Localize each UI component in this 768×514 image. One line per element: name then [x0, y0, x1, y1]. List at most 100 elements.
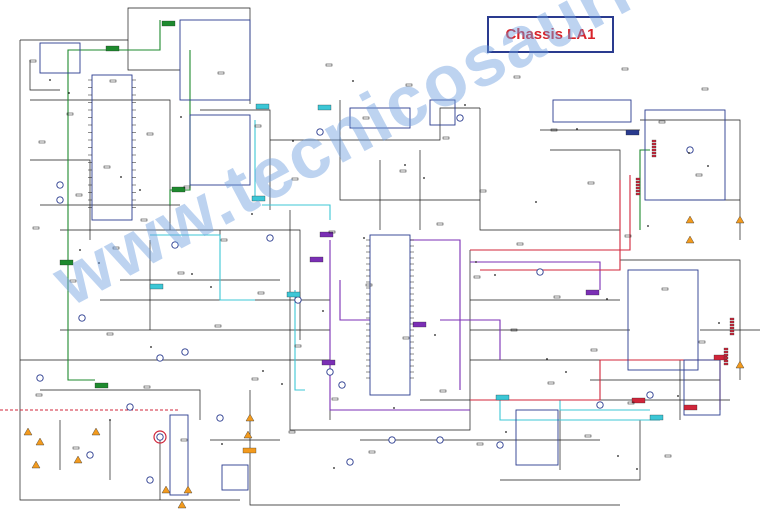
resistor-symbol [103, 165, 111, 169]
resistor-symbol [254, 124, 262, 128]
net-label-tag [319, 231, 334, 238]
junction-dot [718, 322, 720, 324]
warning-triangle-icon [685, 235, 695, 244]
connector-pin [635, 183, 641, 187]
junction-dot [393, 407, 395, 409]
resistor-symbol [288, 430, 296, 434]
transistor-symbol [388, 436, 396, 444]
connector-pin [723, 359, 729, 363]
net-label-tag [649, 414, 664, 421]
resistor-symbol [553, 295, 561, 299]
net-label-tag [286, 291, 301, 298]
connector-pin [635, 180, 641, 184]
connector-pin [651, 151, 657, 155]
junction-dot [464, 104, 466, 106]
junction-dot [322, 310, 324, 312]
resistor-symbol [325, 63, 333, 67]
net-label-tag [94, 382, 109, 389]
resistor-symbol [479, 189, 487, 193]
transistor-symbol [294, 296, 302, 304]
warning-triangle-icon [31, 460, 41, 469]
junction-dot [262, 370, 264, 372]
connector-pin [635, 177, 641, 181]
warning-triangle-icon [245, 413, 255, 422]
resistor-symbol [661, 287, 669, 291]
warning-triangle-icon [735, 215, 745, 224]
transistor-symbol [86, 451, 94, 459]
junction-dot [281, 383, 283, 385]
resistor-symbol [547, 381, 555, 385]
page-title: Chassis LA1 [505, 26, 596, 43]
resistor-symbol [550, 128, 558, 132]
junction-dot [333, 467, 335, 469]
resistor-symbol [217, 71, 225, 75]
net-label-tag [105, 45, 120, 52]
resistor-symbol [220, 238, 228, 242]
junction-dot [120, 176, 122, 178]
net-label-tag [683, 404, 698, 411]
net-label-tag [495, 394, 510, 401]
connector-pin [635, 186, 641, 190]
net-label-tag [309, 256, 324, 263]
net-label-tag [242, 447, 257, 454]
junction-dot [68, 92, 70, 94]
connector-pin [651, 139, 657, 143]
resistor-symbol [399, 169, 407, 173]
resistor-symbol [436, 222, 444, 226]
resistor-symbol [402, 336, 410, 340]
resistor-symbol [624, 234, 632, 238]
junction-dot [363, 237, 365, 239]
transistor-symbol [156, 354, 164, 362]
net-label-tag [631, 397, 646, 404]
connector-pin [651, 142, 657, 146]
connector-pin [635, 192, 641, 196]
connector-pin [651, 154, 657, 158]
transistor-symbol [56, 196, 64, 204]
resistor-symbol [180, 438, 188, 442]
transistor-symbol [496, 441, 504, 449]
resistor-symbol [35, 393, 43, 397]
warning-triangle-icon [735, 360, 745, 369]
resistor-symbol [69, 279, 77, 283]
junction-dot [707, 165, 709, 167]
resistor-symbol [72, 446, 80, 450]
connector-pin [729, 320, 735, 324]
transistor-symbol [78, 314, 86, 322]
net-label-tag [585, 289, 600, 296]
connector-pin [729, 332, 735, 336]
junction-dot [292, 140, 294, 142]
resistor-symbol [112, 246, 120, 250]
resistor-symbol [251, 377, 259, 381]
junction-dot [109, 419, 111, 421]
resistor-symbol [664, 454, 672, 458]
transistor-symbol [338, 381, 346, 389]
junction-dot [546, 358, 548, 360]
transistor-symbol [171, 241, 179, 249]
resistor-symbol [177, 271, 185, 275]
resistor-symbol [439, 389, 447, 393]
junction-dot [191, 273, 193, 275]
frames [39, 19, 726, 496]
resistor-symbol [587, 181, 595, 185]
connector-pin [729, 317, 735, 321]
junction-dot [210, 286, 212, 288]
connector-pin [651, 148, 657, 152]
transistor-symbol [536, 268, 544, 276]
resistor-symbol [513, 75, 521, 79]
components-layer [23, 20, 745, 509]
connector-pin [729, 323, 735, 327]
resistor-symbol [109, 79, 117, 83]
transistor-symbol [686, 146, 694, 154]
junction-dot [221, 443, 223, 445]
resistor-symbol [621, 67, 629, 71]
transistor-symbol [146, 476, 154, 484]
junction-dot [475, 261, 477, 263]
transistor-symbol [346, 458, 354, 466]
junction-dot [677, 395, 679, 397]
resistor-symbol [701, 87, 709, 91]
resistor-symbol [510, 328, 518, 332]
resistor-symbol [183, 185, 191, 189]
resistor-symbol [476, 442, 484, 446]
